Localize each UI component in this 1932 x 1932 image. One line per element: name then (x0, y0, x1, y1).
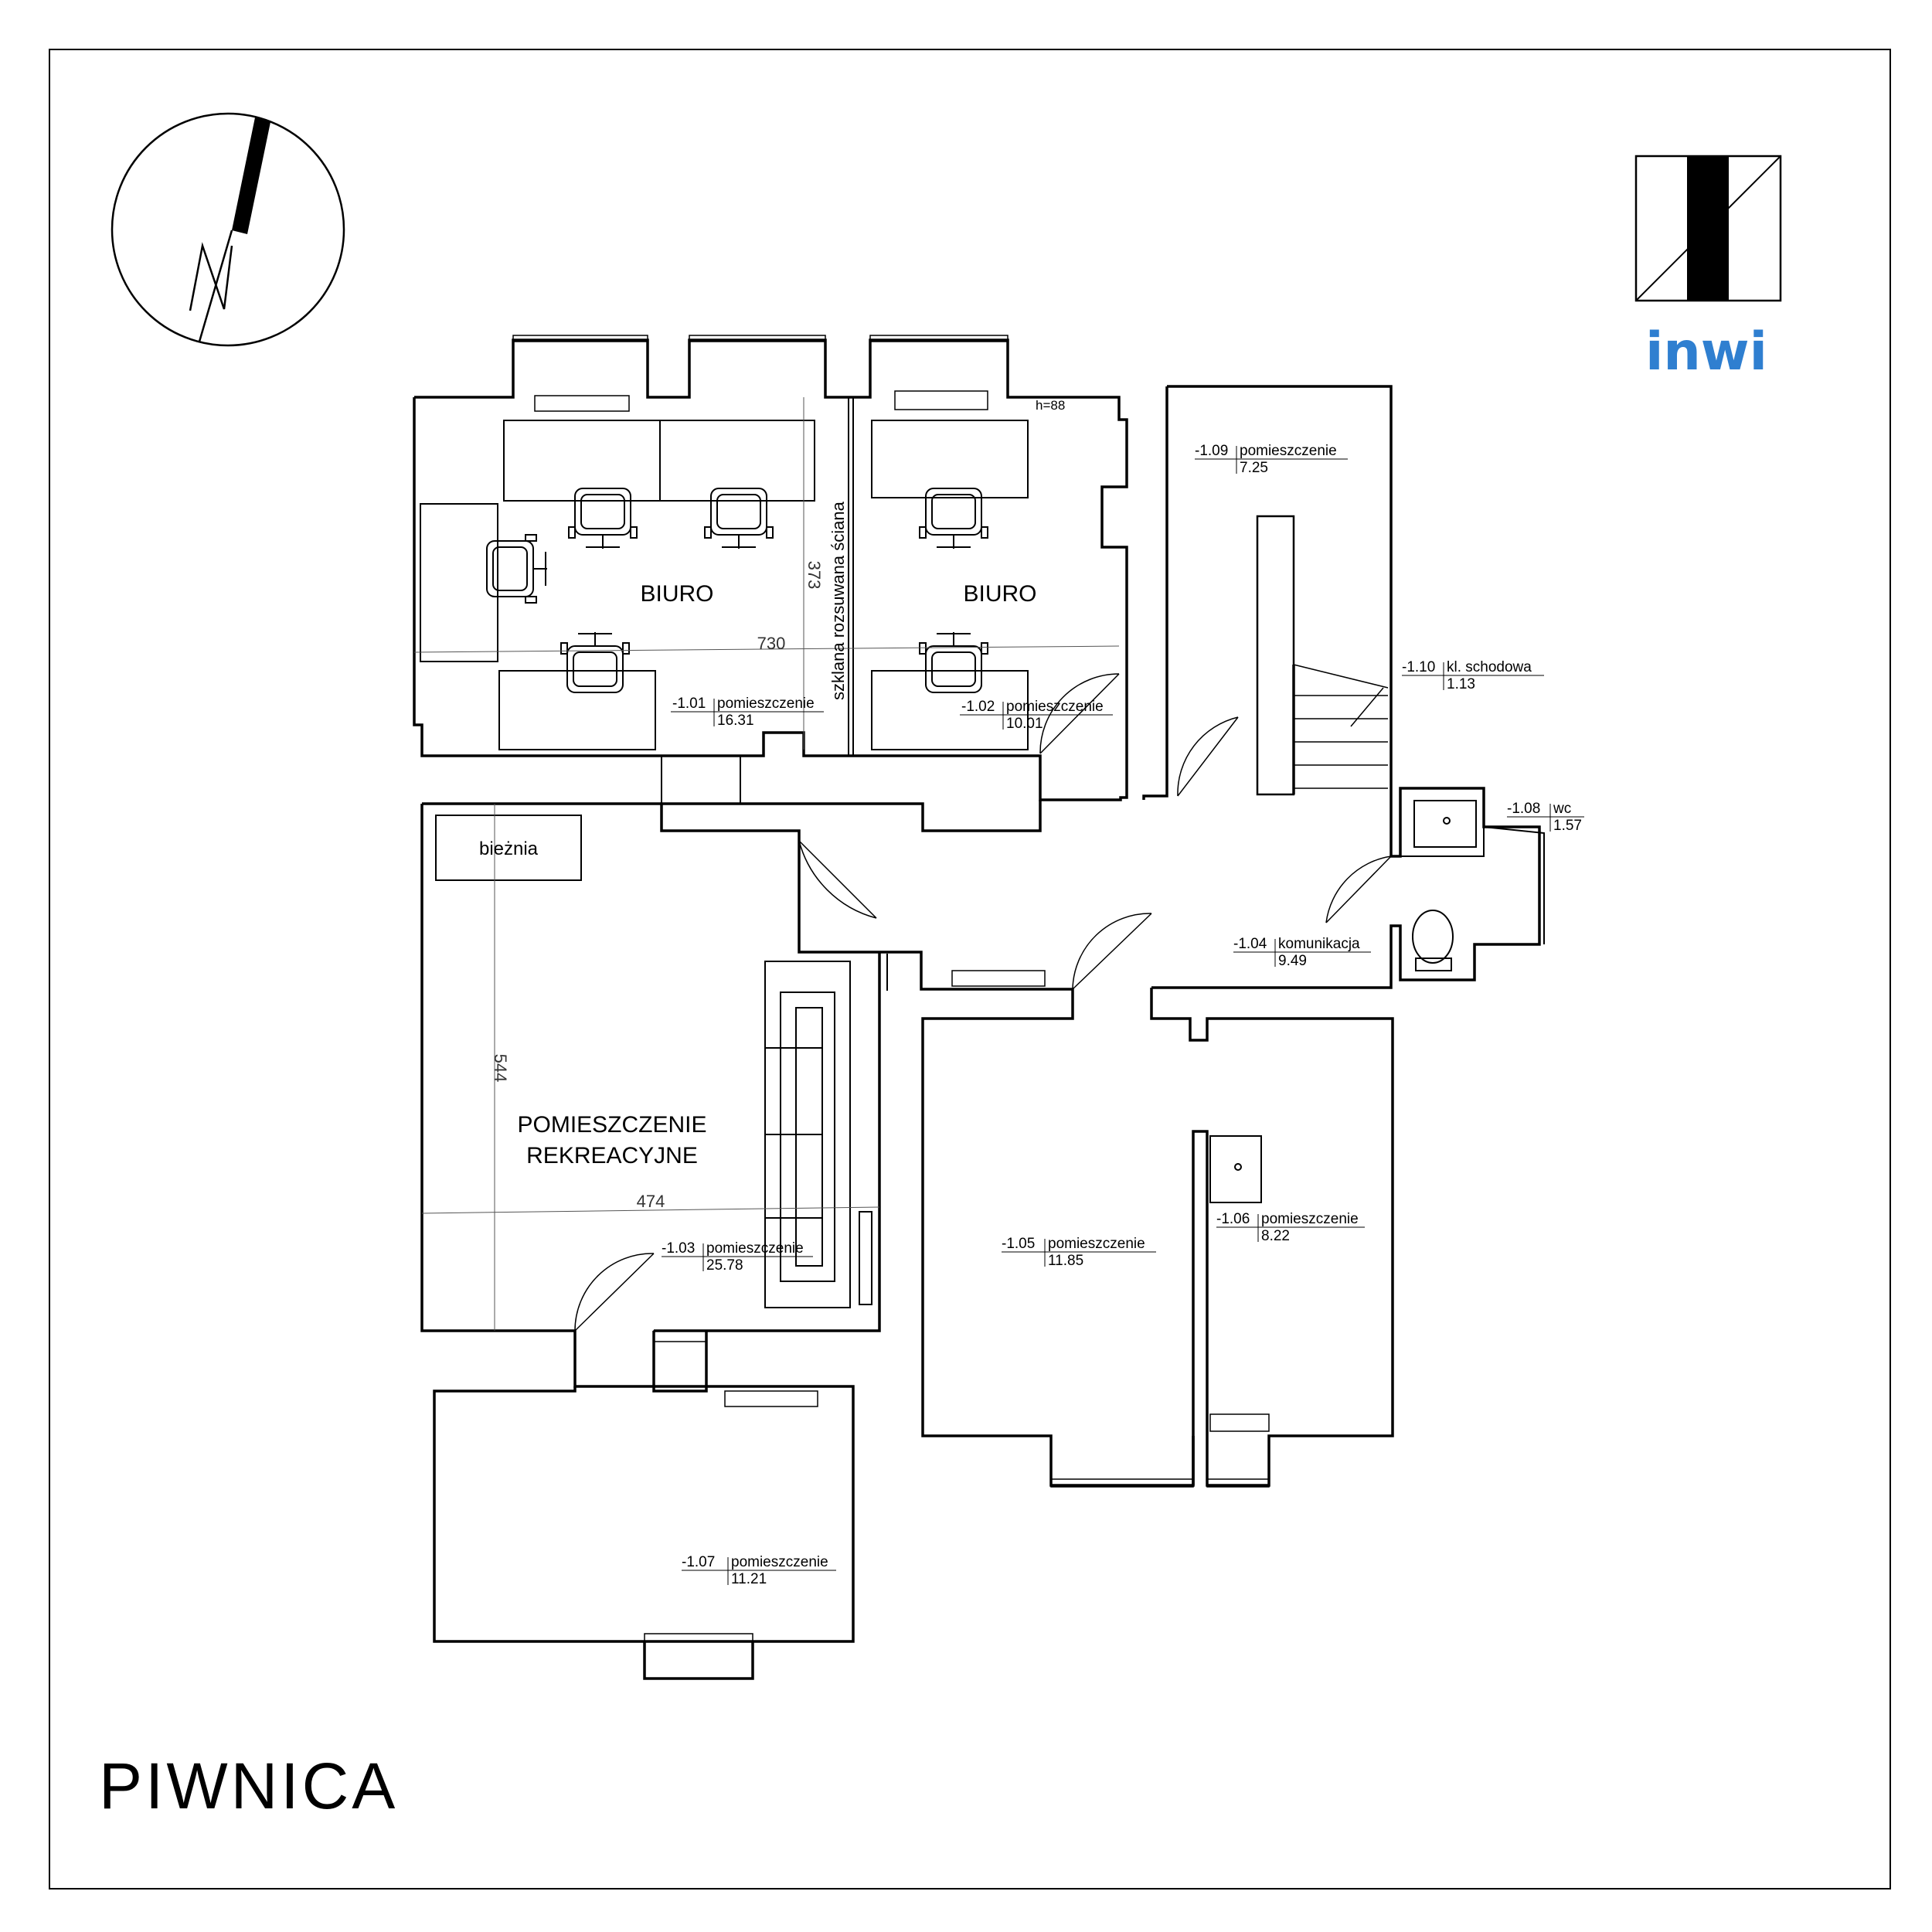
doors (574, 673, 1392, 1332)
sink (1209, 1135, 1262, 1203)
chair (568, 488, 638, 549)
north-arrow-icon (111, 112, 345, 347)
dimension-544: 544 (491, 1054, 510, 1083)
room-area: 25.78 (706, 1257, 743, 1274)
sofa (764, 961, 851, 1308)
stairs (1293, 664, 1389, 789)
sheet-title: PIWNICA (99, 1750, 398, 1822)
office-1-label: BIURO (640, 581, 713, 607)
room-name: komunikacja (1278, 936, 1360, 952)
room-area: 8.22 (1261, 1228, 1290, 1244)
dimension-474: 474 (637, 1192, 665, 1211)
desk (871, 420, 1029, 498)
room-name: pomieszczenie (717, 696, 815, 712)
room-area: 1.13 (1447, 676, 1475, 692)
room-name: pomieszczenie (1048, 1236, 1145, 1252)
room-number: -1.03 (662, 1240, 695, 1257)
room-name: pomieszczenie (731, 1554, 828, 1570)
toilet (1412, 910, 1454, 971)
chair (919, 488, 988, 549)
room-tag-lines (662, 446, 1584, 1585)
room-name: wc (1553, 801, 1571, 817)
furniture (420, 420, 1477, 1308)
chair (560, 632, 630, 693)
sink (1413, 800, 1477, 848)
recreation-label-line1: POMIESZCZENIE (517, 1112, 706, 1138)
chair (704, 488, 774, 549)
room-number: -1.07 (682, 1554, 715, 1570)
room-number: -1.09 (1195, 443, 1228, 459)
room-number: -1.06 (1216, 1211, 1250, 1227)
sheet-border (49, 49, 1891, 1889)
logo-text: inwi (1645, 321, 1767, 383)
room-number: -1.01 (672, 696, 706, 712)
room-number: -1.02 (961, 699, 995, 715)
desk (420, 503, 498, 662)
room-area: 7.25 (1240, 460, 1268, 476)
desk (498, 670, 656, 750)
room-area: 1.57 (1553, 818, 1582, 834)
room-area: 9.49 (1278, 953, 1307, 969)
room-name: kl. schodowa (1447, 659, 1532, 675)
room-name: pomieszczenie (1006, 699, 1104, 715)
treadmill (435, 815, 582, 881)
height-mark: h=88 (1036, 398, 1065, 413)
office-2-label: BIURO (963, 581, 1036, 607)
walls (413, 338, 1545, 1680)
room-area: 11.21 (731, 1571, 767, 1587)
room-number: -1.08 (1507, 801, 1540, 817)
glass-wall-label: szklana rozsuwana ściana (828, 501, 848, 700)
room-number: -1.05 (1002, 1236, 1035, 1252)
room-number: -1.10 (1402, 659, 1435, 675)
room-area: 10.01 (1006, 716, 1043, 732)
dimension-lines (413, 397, 1120, 1331)
treadmill-label: bieżnia (479, 838, 539, 859)
chair (919, 632, 988, 693)
windows (512, 335, 1270, 1642)
dimension-373: 373 (804, 561, 824, 590)
room-area: 16.31 (717, 713, 754, 729)
room-name: pomieszczenie (1261, 1211, 1359, 1227)
room-area: 11.85 (1048, 1253, 1083, 1269)
office-chairs (486, 488, 988, 693)
desk (659, 420, 815, 502)
dimension-730: 730 (757, 634, 786, 653)
room-name: pomieszczenie (706, 1240, 804, 1257)
room-name: pomieszczenie (1240, 443, 1337, 459)
room-number: -1.04 (1233, 936, 1267, 952)
recreation-label-line2: REKREACYJNE (526, 1143, 698, 1168)
chair (486, 534, 547, 604)
desk (871, 670, 1029, 750)
inwi-logo: inwi (1634, 155, 1782, 383)
